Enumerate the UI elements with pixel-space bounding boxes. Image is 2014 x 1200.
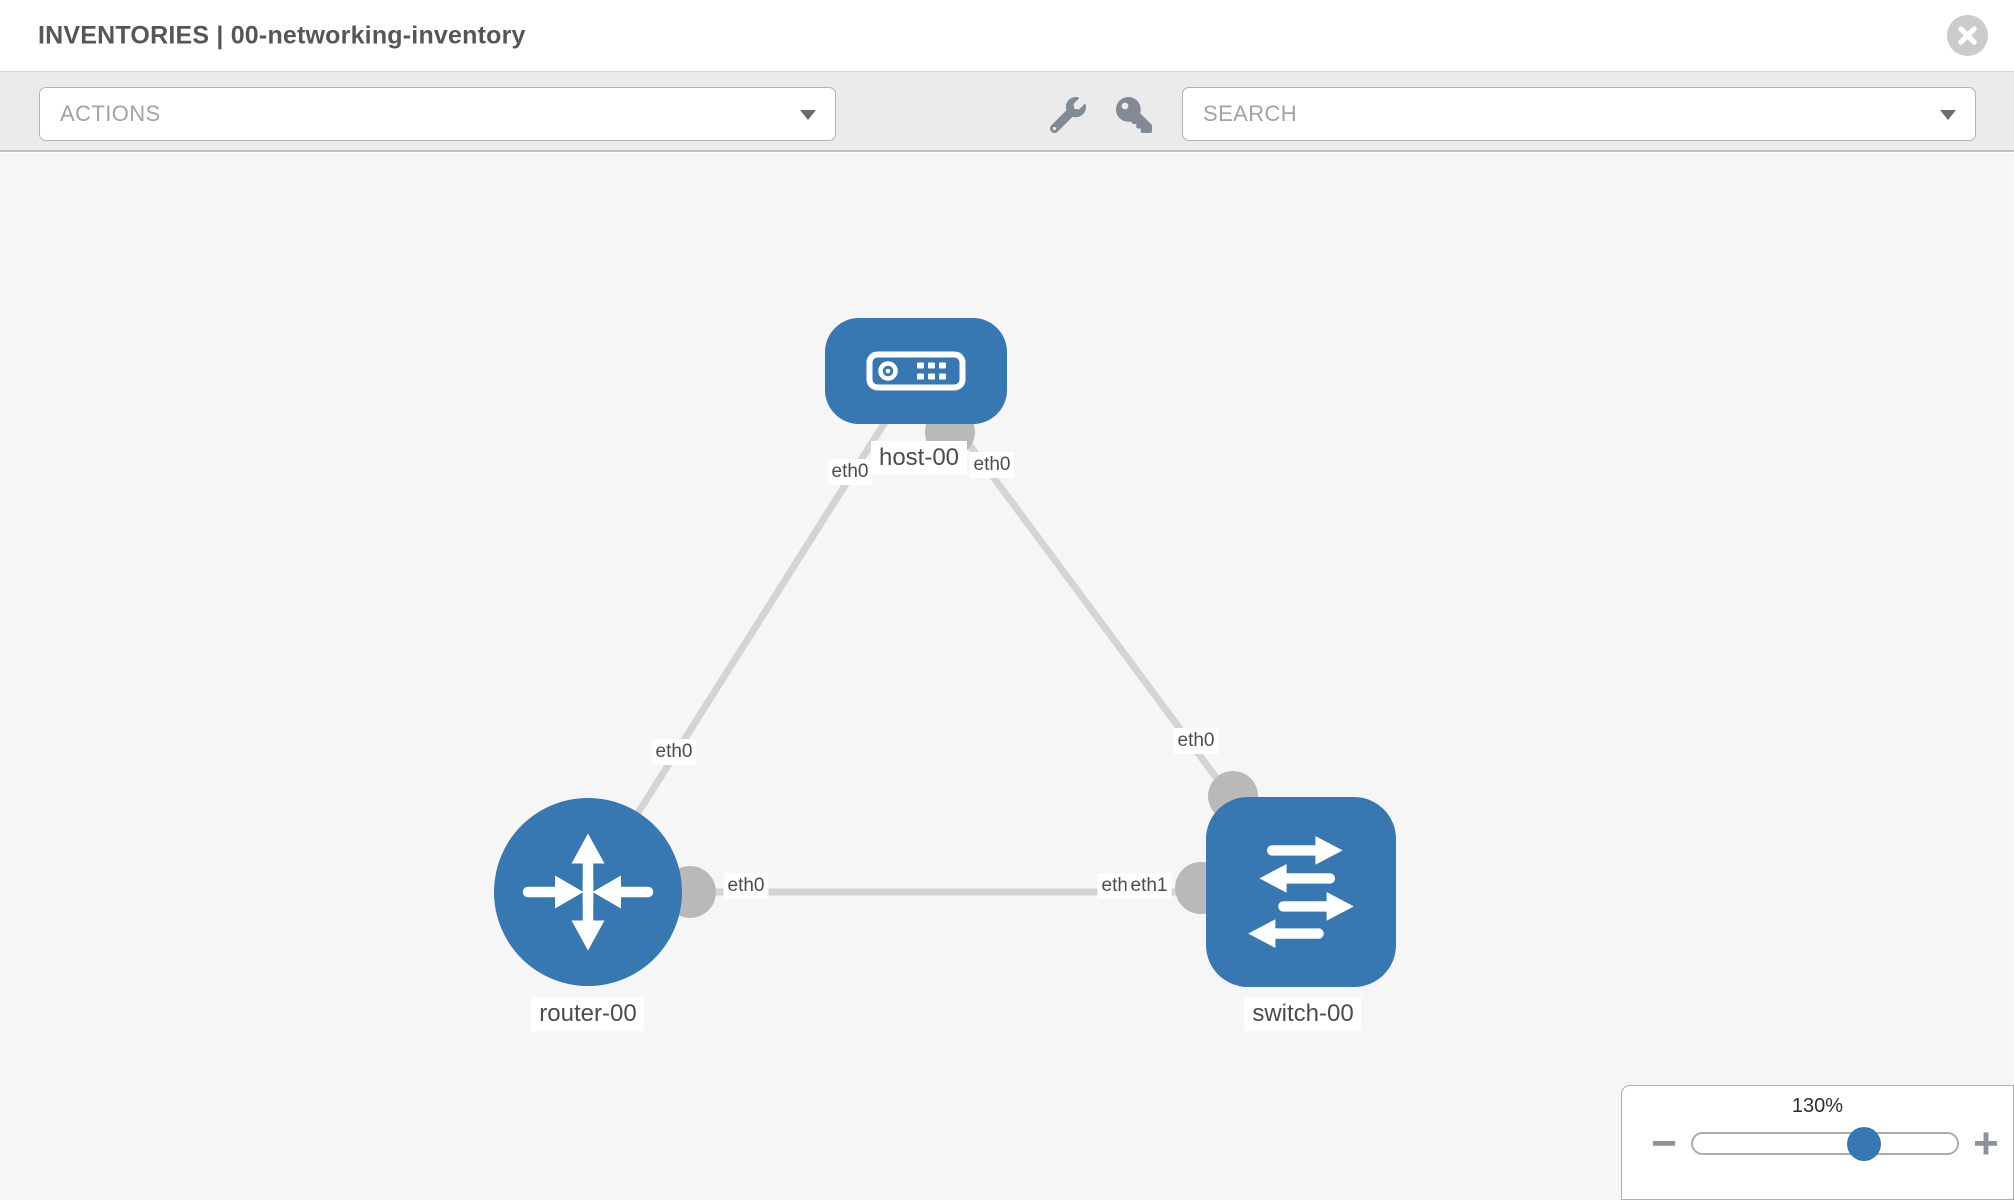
- zoom-slider-track[interactable]: [1691, 1132, 1959, 1155]
- zoom-in-button[interactable]: +: [1973, 1119, 1999, 1168]
- caret-down-icon: [800, 110, 816, 120]
- node-router-00[interactable]: [494, 798, 682, 986]
- node-host-00[interactable]: [825, 318, 1007, 424]
- node-switch-00[interactable]: [1206, 797, 1396, 987]
- actions-dropdown-label: ACTIONS: [60, 101, 161, 126]
- search-dropdown-label: SEARCH: [1203, 101, 1298, 126]
- header: INVENTORIES | 00-networking-inventory: [0, 0, 2014, 71]
- node-label-switch-00: switch-00: [1244, 997, 1362, 1031]
- zoom-value: 130%: [1791, 1095, 1844, 1117]
- interface-label: eth1: [1126, 873, 1172, 899]
- links-layer: [585, 370, 1304, 918]
- caret-down-icon: [1940, 110, 1956, 120]
- node-label-host-00: host-00: [870, 441, 968, 475]
- topology-canvas[interactable]: eth0 eth0 eth0 eth0 eth0 eth0 eth1 host-…: [0, 153, 2014, 1200]
- zoom-slider-handle[interactable]: [1847, 1127, 1881, 1161]
- interface-label: eth0: [651, 739, 697, 765]
- zoom-panel: 130% − +: [1621, 1085, 2014, 1200]
- close-icon: [1958, 26, 1977, 45]
- actions-dropdown[interactable]: ACTIONS: [39, 87, 836, 141]
- interface-label: eth0: [723, 873, 769, 899]
- router-icon: [522, 833, 654, 951]
- search-dropdown[interactable]: SEARCH: [1182, 87, 1976, 141]
- interface-label: eth0: [827, 459, 873, 485]
- toolbar: ACTIONS SEARCH: [0, 71, 2014, 152]
- zoom-out-button[interactable]: −: [1651, 1119, 1677, 1168]
- node-label-router-00: router-00: [531, 997, 645, 1031]
- page-title: INVENTORIES | 00-networking-inventory: [38, 21, 526, 49]
- interface-label: eth0: [1173, 728, 1219, 754]
- close-button[interactable]: [1947, 15, 1988, 56]
- key-icon[interactable]: [1116, 97, 1152, 133]
- wrench-icon[interactable]: [1050, 97, 1086, 133]
- host-icon: [866, 351, 966, 391]
- switch-icon: [1248, 836, 1354, 948]
- interface-label: eth0: [969, 452, 1015, 478]
